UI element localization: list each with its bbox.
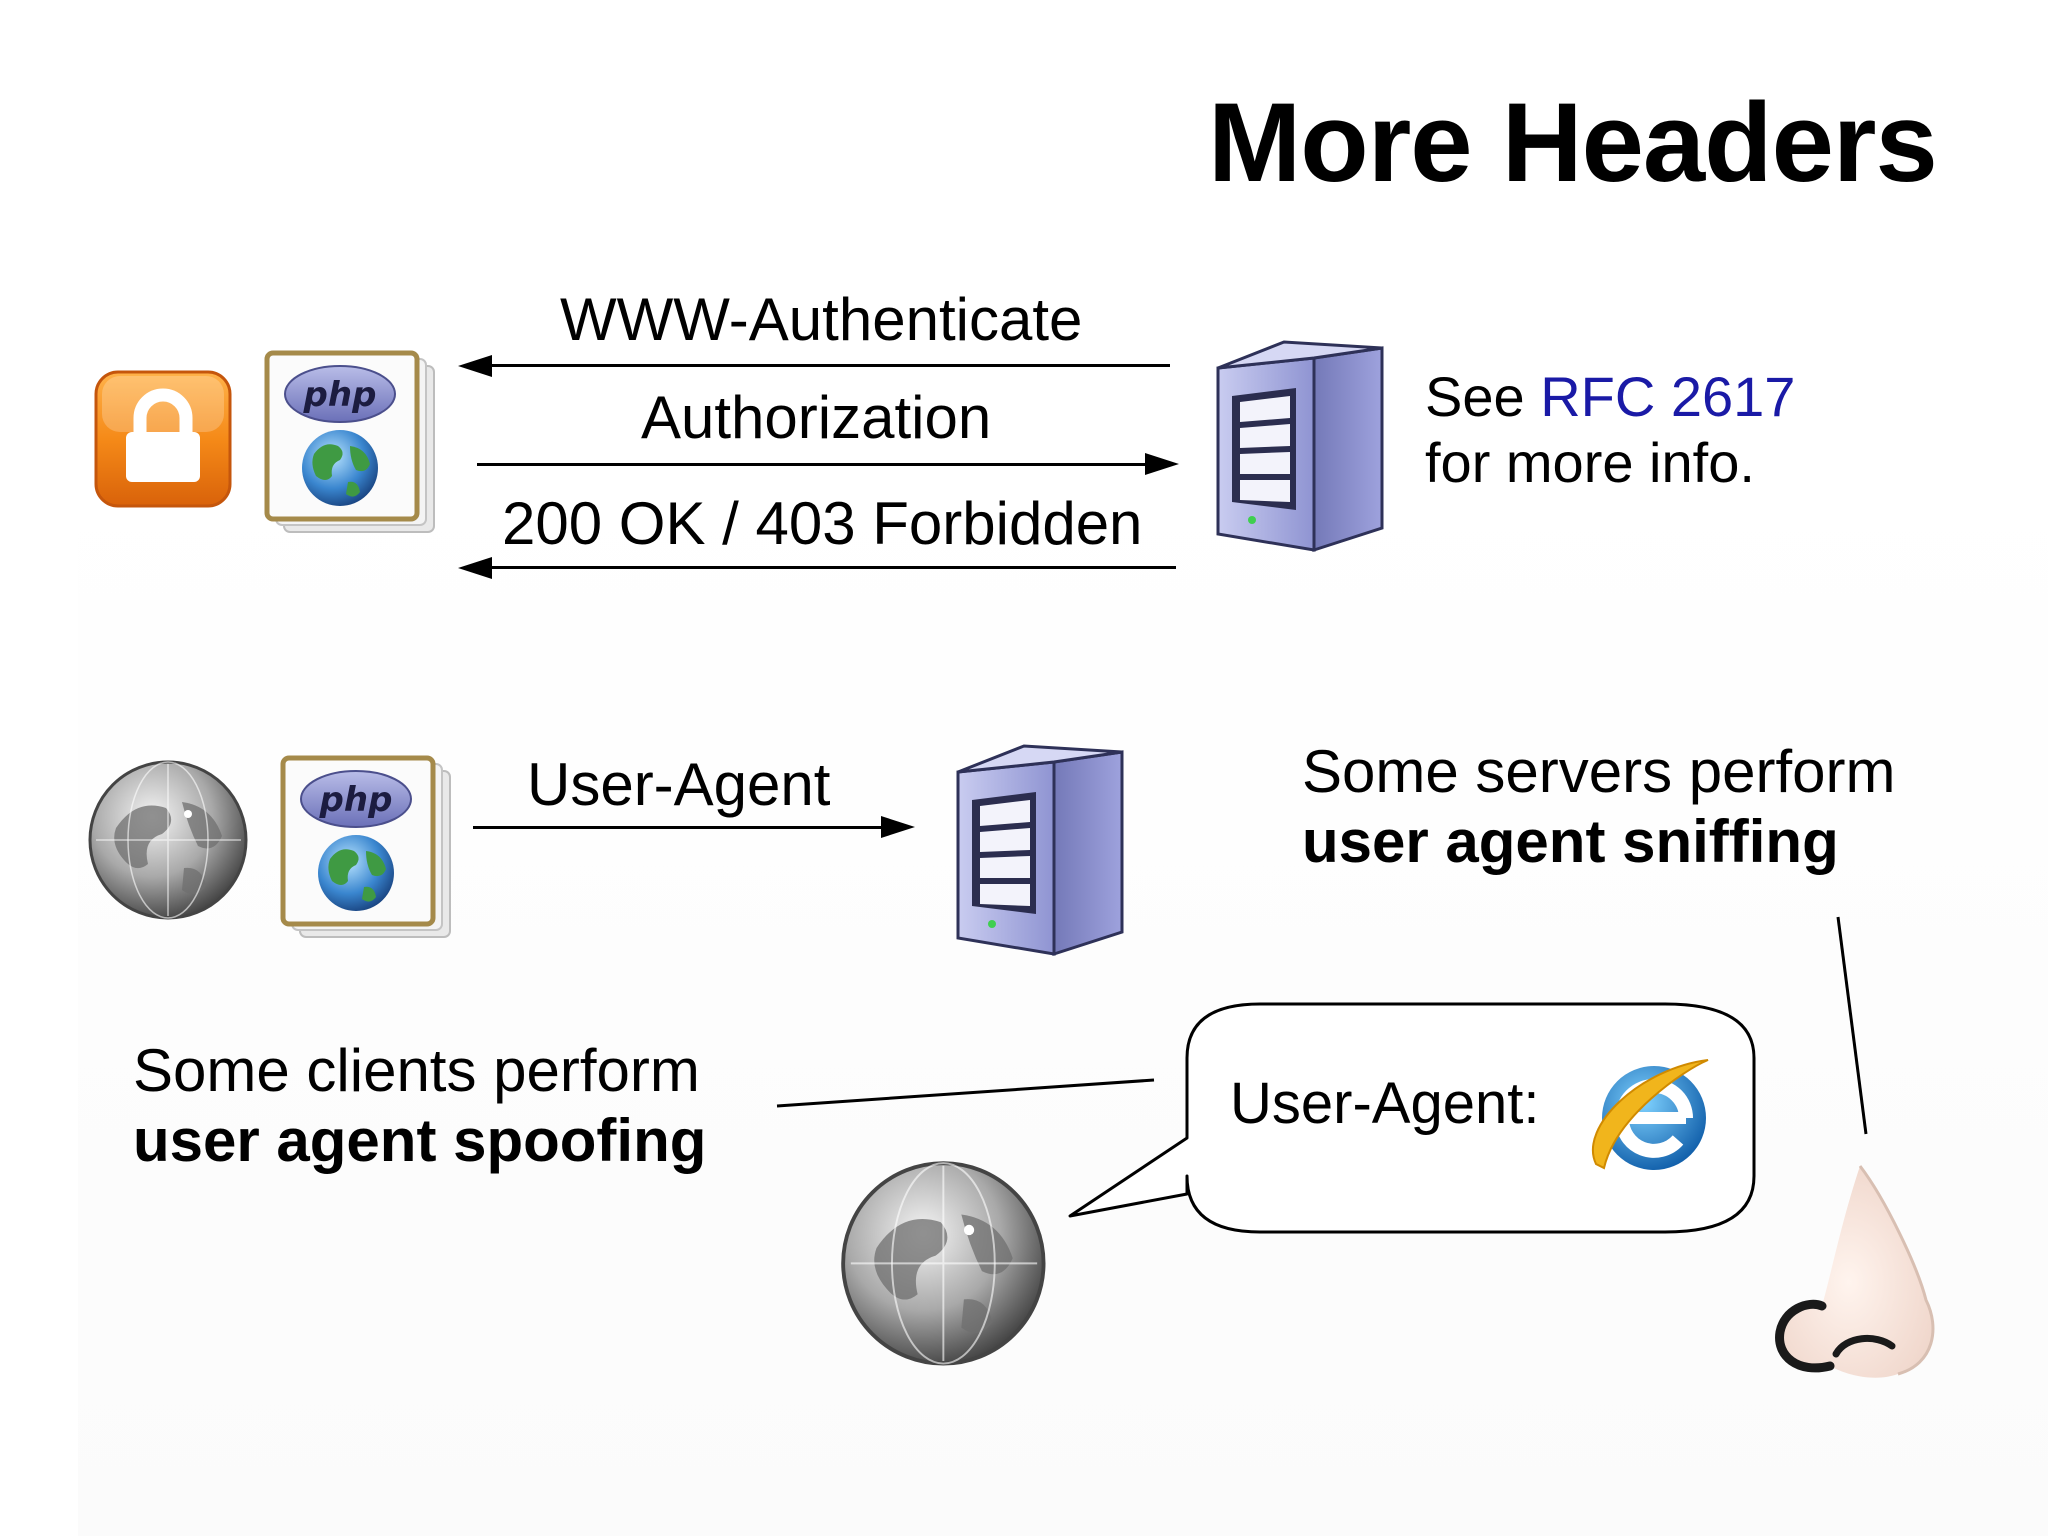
server-sniffing-note: Some servers perform user agent sniffing	[1302, 737, 1896, 877]
server-sniffing-line2: user agent sniffing	[1302, 808, 1839, 875]
user-agent-label: User-Agent	[527, 751, 831, 818]
response-arrow	[490, 566, 1176, 569]
svg-text:php: php	[319, 780, 393, 820]
authorization-arrowhead	[1145, 453, 1179, 475]
server-icon	[1210, 338, 1385, 553]
rfc-note-line1: See RFC 2617	[1425, 364, 1795, 430]
nose-icon	[1768, 1160, 1948, 1390]
rfc-note: See RFC 2617 for more info.	[1425, 364, 1795, 496]
lock-icon	[92, 368, 234, 510]
client-spoofing-line2: user agent spoofing	[133, 1107, 707, 1174]
globe-icon	[86, 758, 251, 923]
page-title: More Headers	[1208, 80, 1938, 205]
authorization-arrow	[477, 463, 1147, 466]
authorization-label: Authorization	[641, 384, 992, 451]
response-status-label: 200 OK / 403 Forbidden	[502, 490, 1143, 557]
php-document-icon: php	[262, 350, 442, 535]
bubble-user-agent-label: User-Agent:	[1230, 1071, 1540, 1136]
www-authenticate-arrow	[490, 364, 1170, 367]
www-authenticate-label: WWW-Authenticate	[560, 286, 1083, 353]
internet-explorer-icon	[1582, 1046, 1722, 1186]
www-authenticate-arrowhead	[458, 355, 492, 377]
user-agent-arrowhead	[881, 816, 915, 838]
client-spoofing-note: Some clients perform user agent spoofing	[133, 1036, 706, 1176]
rfc-note-prefix: See	[1425, 365, 1541, 428]
response-arrowhead	[458, 557, 492, 579]
server-sniffing-line1: Some servers perform	[1302, 738, 1896, 805]
rfc-2617-link[interactable]: RFC 2617	[1540, 365, 1796, 428]
user-agent-arrow	[473, 826, 883, 829]
server-icon	[950, 742, 1125, 957]
rfc-note-line2: for more info.	[1425, 431, 1755, 494]
client-spoofing-line1: Some clients perform	[133, 1037, 700, 1104]
globe-icon	[838, 1158, 1050, 1370]
php-document-icon: php	[278, 755, 458, 940]
speech-bubble	[1068, 1002, 1756, 1234]
svg-text:php: php	[303, 375, 377, 415]
